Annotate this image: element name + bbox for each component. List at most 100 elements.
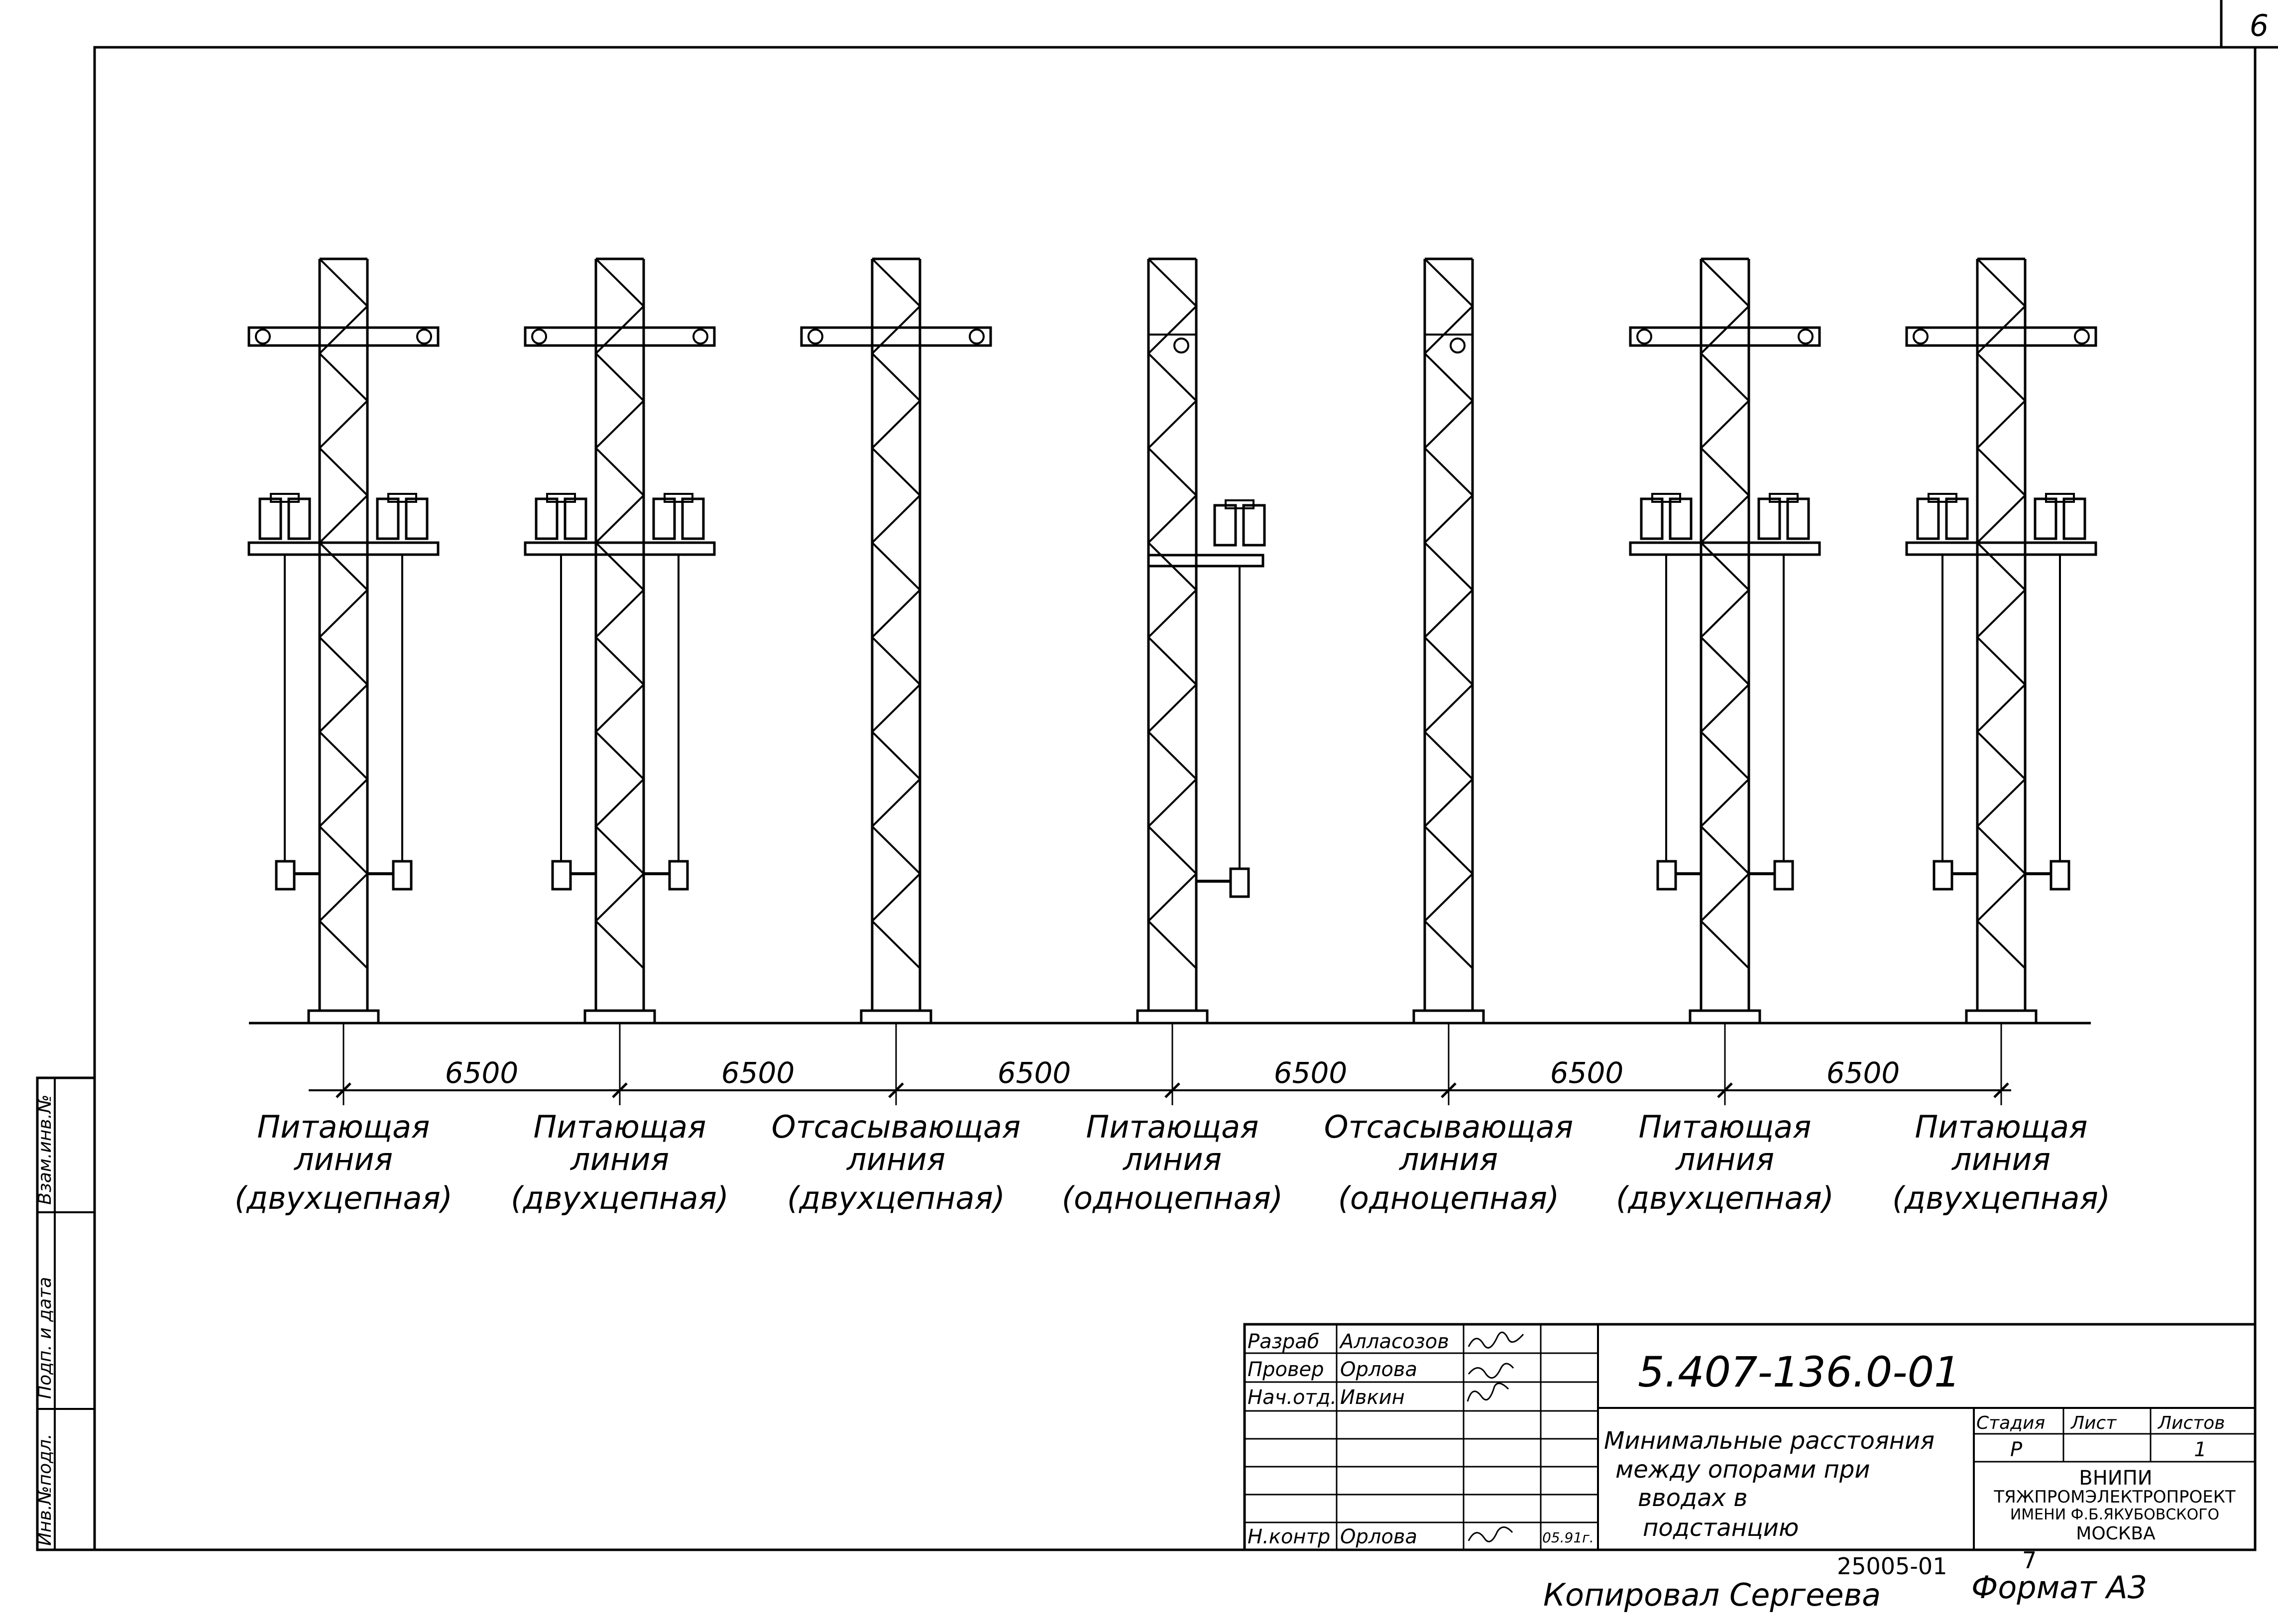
pole-circuit: (двухцепная) bbox=[1892, 1180, 2110, 1216]
cable-box bbox=[551, 860, 572, 891]
pole-labels: Питающаялиния(двухцепная)Питающаялиния(д… bbox=[234, 1109, 2110, 1216]
pole-footing bbox=[1965, 1009, 2038, 1025]
cable-box bbox=[392, 860, 413, 891]
lower-crossarm bbox=[1629, 541, 1821, 556]
sheets-header: Листов bbox=[2157, 1413, 2225, 1433]
signature-1 bbox=[1468, 1331, 1524, 1349]
dimension-chain: 6500 6500 6500 6500 6500 6500 bbox=[309, 1023, 2011, 1105]
signer-name-4: Орлова bbox=[1340, 1525, 1417, 1548]
insulator-right bbox=[376, 493, 429, 540]
sheets-value: 1 bbox=[2194, 1438, 2206, 1461]
insulator-right bbox=[2034, 493, 2086, 540]
sheet-format: Формат А3 bbox=[1971, 1569, 2147, 1606]
org-line-3: ИМЕНИ Ф.Б.ЯКУБОВСКОГО bbox=[2010, 1506, 2219, 1523]
dimension-value: 6500 bbox=[1826, 1056, 1900, 1090]
org-line-2: ТЯЖПРОМЭЛЕКТРОПРОЕКТ bbox=[1993, 1487, 2236, 1507]
pole-2 bbox=[524, 257, 716, 1025]
pole-footing bbox=[1689, 1009, 1761, 1025]
pole-line-type: Питающая bbox=[534, 1109, 706, 1145]
dimension-value: 6500 bbox=[721, 1056, 795, 1090]
drawing-title-line-3: вводах в bbox=[1638, 1484, 1748, 1512]
pole-7 bbox=[1905, 257, 2097, 1025]
pole-footing bbox=[1412, 1009, 1485, 1025]
top-crossarm bbox=[800, 326, 992, 347]
pole-ring bbox=[1450, 338, 1466, 353]
lower-crossarm bbox=[1147, 554, 1264, 568]
insulator-left bbox=[1640, 493, 1693, 540]
pole-line-type: Питающая bbox=[1639, 1109, 1812, 1145]
lower-crossarm bbox=[1905, 541, 2097, 556]
pole-line-word: линия bbox=[1123, 1141, 1222, 1177]
insulator-left bbox=[535, 493, 587, 540]
crossarm-ring bbox=[531, 329, 547, 345]
side-stamp: Взам.инв.№ Подп. и дата Инв.№подл. bbox=[35, 1076, 96, 1551]
signer-role-3: Нач.отд. bbox=[1248, 1386, 1337, 1409]
pole-circuit: (одноцепная) bbox=[1062, 1180, 1283, 1216]
pole-footing bbox=[583, 1009, 656, 1025]
pole-line-type: Питающая bbox=[1086, 1109, 1259, 1145]
dimension-value: 6500 bbox=[998, 1056, 1071, 1090]
pole-circuit: (двухцепная) bbox=[511, 1180, 729, 1216]
drawing-title-line-2: между опорами при bbox=[1615, 1456, 1870, 1484]
dimension-value: 6500 bbox=[1550, 1056, 1624, 1090]
signature-3 bbox=[1467, 1383, 1509, 1402]
insulator-right bbox=[1213, 499, 1266, 547]
corner-box bbox=[2220, 0, 2278, 49]
crossarm-ring bbox=[969, 329, 985, 345]
pole-ring bbox=[1173, 338, 1189, 353]
crossarm-ring bbox=[2074, 329, 2090, 345]
archive-number: 25005-01 bbox=[1837, 1553, 1947, 1580]
dimension-tick bbox=[888, 1082, 904, 1098]
signature-2 bbox=[1468, 1363, 1514, 1379]
pole-line-word: линия bbox=[1399, 1141, 1498, 1177]
pole-lattice bbox=[1976, 258, 2027, 969]
dimension-value: 6500 bbox=[1274, 1056, 1348, 1090]
pole-line-word: линия bbox=[1675, 1141, 1774, 1177]
signer-name-2: Орлова bbox=[1340, 1358, 1417, 1381]
crossarm-ring bbox=[1913, 329, 1929, 345]
pole-lattice bbox=[1700, 258, 1750, 969]
pole-line-type: Отсасывающая bbox=[772, 1109, 1021, 1145]
sign-date: 05.91г. bbox=[1542, 1529, 1594, 1546]
pole-footing bbox=[307, 1009, 380, 1025]
signer-role-4: Н.контр bbox=[1248, 1525, 1330, 1548]
pole-circuit: (одноцепная) bbox=[1338, 1180, 1559, 1216]
side-replace-inv-label: Взам.инв.№ bbox=[35, 1094, 55, 1205]
cable-box bbox=[2050, 860, 2070, 891]
cable-box bbox=[275, 860, 296, 891]
drawing-title-line-1: Минимальные расстояния bbox=[1604, 1427, 1935, 1455]
page-number: 7 bbox=[2022, 1547, 2037, 1574]
pole-circuit: (двухцепная) bbox=[234, 1180, 453, 1216]
drawing-title-line-4: подстанцию bbox=[1643, 1514, 1799, 1542]
pole-1 bbox=[247, 257, 440, 1025]
pole-3 bbox=[800, 257, 992, 1025]
corner-sheet-label: 6 bbox=[2250, 8, 2269, 43]
top-crossarm bbox=[524, 326, 716, 347]
crossarm-ring bbox=[807, 329, 823, 345]
signature-4 bbox=[1468, 1526, 1513, 1542]
side-sign-date-label: Подп. и дата bbox=[35, 1277, 55, 1399]
pole-line-word: линия bbox=[846, 1141, 945, 1177]
dimension-tick bbox=[1164, 1082, 1180, 1098]
dimension-tick bbox=[336, 1082, 351, 1098]
pole-footing bbox=[1136, 1009, 1209, 1025]
pole-circuit: (двухцепная) bbox=[787, 1180, 1005, 1216]
insulator-right bbox=[1757, 493, 1810, 540]
pole-lattice bbox=[594, 258, 645, 969]
signer-name-1: Алласозов bbox=[1339, 1330, 1449, 1353]
dimension-tick bbox=[1993, 1082, 2009, 1098]
dimension-value: 6500 bbox=[445, 1056, 519, 1090]
pole-circuit: (двухцепная) bbox=[1616, 1180, 1834, 1216]
dimension-tick bbox=[1717, 1082, 1733, 1098]
pole-line-word: линия bbox=[1951, 1141, 2050, 1177]
poles-group bbox=[247, 257, 2097, 1025]
insulator-right bbox=[652, 493, 705, 540]
pole-6 bbox=[1629, 257, 1821, 1025]
copied-by: Копировал Сергеева bbox=[1543, 1577, 1881, 1613]
